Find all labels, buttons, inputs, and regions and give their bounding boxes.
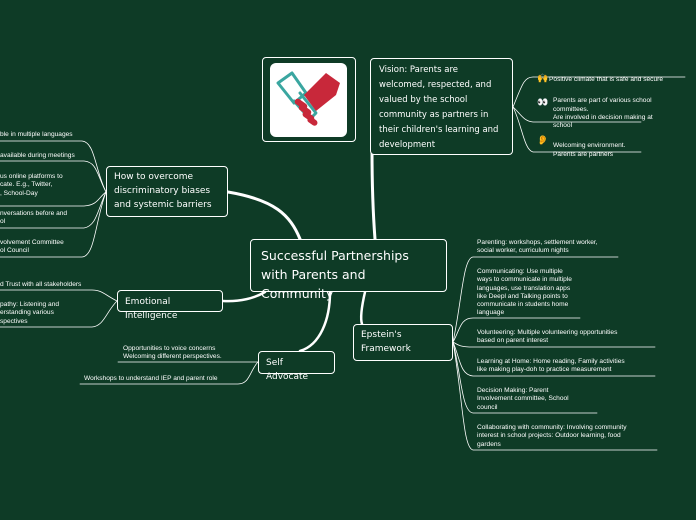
- vision-item[interactable]: 🙌Positive climate that is safe and secur…: [537, 66, 663, 85]
- how-item[interactable]: ble in multiple languages: [0, 131, 73, 138]
- central-topic[interactable]: Successful Partnerships with Parents and…: [250, 239, 447, 301]
- ear-icon: 👂: [537, 135, 549, 145]
- handshake-logo-frame: [262, 57, 356, 142]
- epstein-item[interactable]: Volunteering: Multiple volunteering oppo…: [477, 329, 618, 345]
- epsteins-framework-topic[interactable]: Epstein's Framework: [353, 324, 453, 361]
- handshake-icon: [270, 63, 347, 137]
- epstein-item[interactable]: Learning at Home: Home reading, Family a…: [477, 358, 625, 374]
- how-to-overcome-topic[interactable]: How to overcome discriminatory biases an…: [106, 166, 228, 217]
- how-item[interactable]: available during meetings: [0, 152, 75, 159]
- epstein-item[interactable]: Communicating: Use multiple ways to comm…: [477, 268, 572, 317]
- self-advocate-item[interactable]: Opportunities to voice concerns Welcomin…: [123, 345, 222, 361]
- vision-topic[interactable]: Vision: Parents are welcomed, respected,…: [370, 58, 513, 155]
- emotional-item[interactable]: d Trust with all stakeholders: [0, 281, 82, 288]
- emotional-label: Emotional Intelligence: [125, 297, 178, 321]
- emotional-item[interactable]: pathy: Listening and erstanding various …: [0, 301, 60, 325]
- vision-item[interactable]: 👀 Parents are part of various school comm…: [537, 89, 653, 139]
- eyes-icon: 👀: [537, 97, 549, 107]
- vision-item-label: Welcoming environment. Parents are partn…: [553, 142, 626, 158]
- how-item[interactable]: us online platforms to cate. E.g., Twitt…: [0, 173, 63, 197]
- vision-label: Vision: Parents are welcomed, respected,…: [379, 65, 499, 150]
- how-item[interactable]: nversations before and ol: [0, 210, 68, 226]
- self-advocate-topic[interactable]: Self Advocate: [258, 351, 335, 382]
- emotional-intelligence-topic[interactable]: Emotional Intelligence: [117, 290, 223, 321]
- epstein-item[interactable]: Decision Making: Parent Involvement comm…: [477, 387, 569, 411]
- vision-item[interactable]: 👂 Welcoming environment. Parents are part…: [537, 134, 625, 167]
- self-advocate-item[interactable]: Workshops to understand IEP and parent r…: [84, 375, 218, 382]
- epstein-item[interactable]: Parenting: workshops, settlement worker,…: [477, 239, 598, 255]
- vision-item-label: Parents are part of various school commi…: [553, 97, 653, 130]
- how-label: How to overcome discriminatory biases an…: [114, 172, 212, 210]
- epstein-item[interactable]: Collaborating with community: Involving …: [477, 424, 627, 448]
- vision-item-label: Positive climate that is safe and secure: [549, 76, 663, 84]
- how-item[interactable]: volvement Committee ol Council: [0, 239, 64, 255]
- central-topic-label: Successful Partnerships with Parents and…: [261, 248, 409, 301]
- raised-hands-icon: 🙌: [537, 73, 549, 84]
- self-advocate-label: Self Advocate: [266, 358, 309, 382]
- epstein-label: Epstein's Framework: [361, 330, 411, 354]
